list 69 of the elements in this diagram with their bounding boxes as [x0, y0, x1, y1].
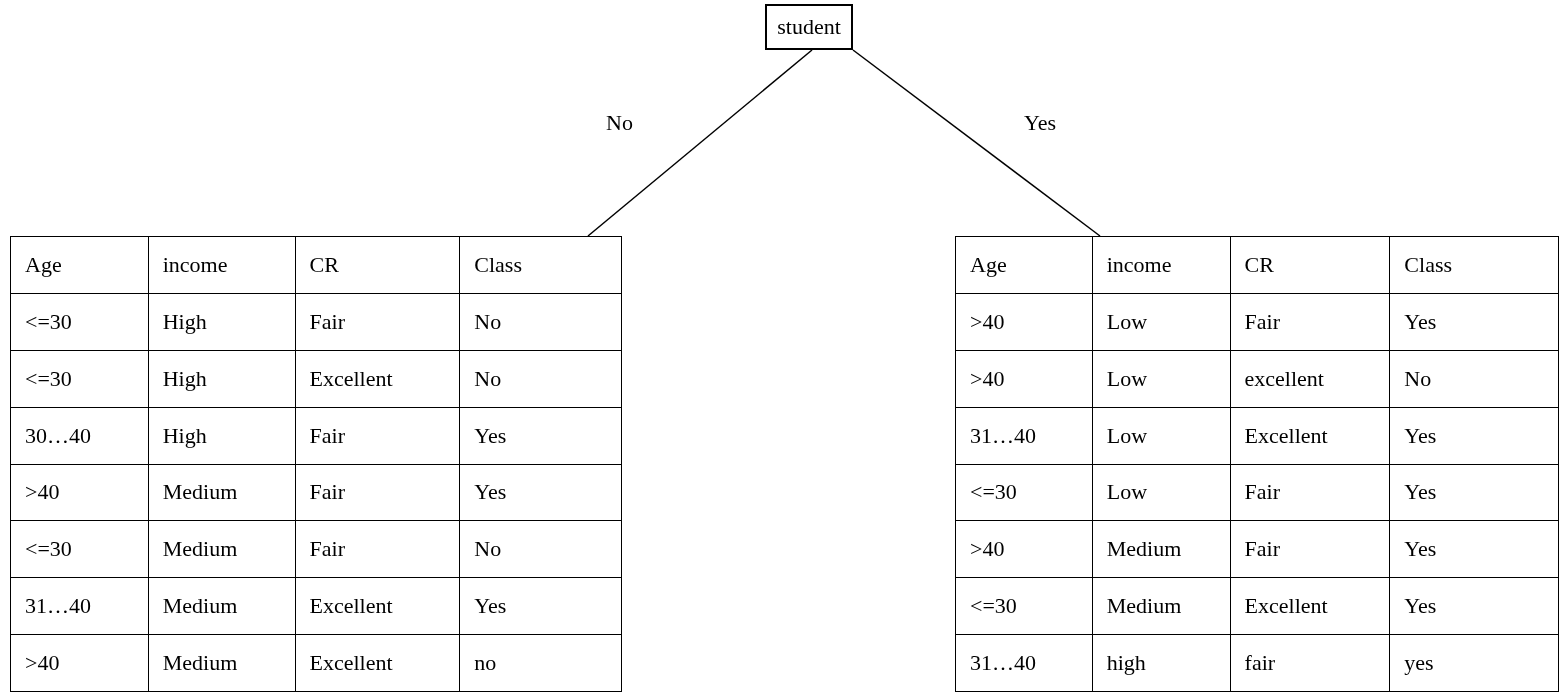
table-cell: High — [148, 350, 296, 408]
connector-line — [852, 49, 1101, 237]
table-cell: Low — [1092, 293, 1231, 351]
table-cell: Medium — [148, 634, 296, 692]
data-table — [10, 236, 622, 692]
table-cell: Yes — [1389, 520, 1559, 578]
table-cell: 30…40 — [10, 407, 149, 464]
table-cell: Yes — [459, 577, 622, 635]
table-cell: No — [459, 350, 622, 408]
table-cell: <=30 — [10, 293, 149, 351]
table-cell: fair — [1230, 634, 1390, 692]
table-cell: high — [1092, 634, 1231, 692]
table-cell: >40 — [955, 350, 1093, 408]
table-cell: No — [1389, 350, 1559, 408]
table-cell: Yes — [1389, 577, 1559, 635]
table-cell: Excellent — [1230, 577, 1390, 635]
table-cell: <=30 — [10, 520, 149, 578]
table-cell: Low — [1092, 464, 1231, 521]
table-cell: <=30 — [955, 464, 1093, 521]
table-cell: income — [148, 236, 296, 294]
table-cell: Fair — [1230, 293, 1390, 351]
table-cell: Yes — [459, 407, 622, 464]
data-table — [955, 236, 1559, 692]
table-cell: Yes — [1389, 293, 1559, 351]
table-cell: Class — [459, 236, 622, 294]
table-cell: Age — [10, 236, 149, 294]
table-cell: Fair — [295, 520, 460, 578]
table-cell: Fair — [295, 464, 460, 521]
table-cell: no — [459, 634, 622, 692]
table-cell: Fair — [295, 407, 460, 464]
table-cell: >40 — [10, 464, 149, 521]
table-cell: income — [1092, 236, 1231, 294]
decision-box: student — [765, 4, 853, 50]
table-cell: Medium — [148, 520, 296, 578]
table-cell: 31…40 — [955, 407, 1093, 464]
table-cell: excellent — [1230, 350, 1390, 408]
table-cell: Yes — [1389, 407, 1559, 464]
table-cell: 31…40 — [955, 634, 1093, 692]
table-cell: Medium — [1092, 577, 1231, 635]
table-cell: Yes — [459, 464, 622, 521]
table-cell: CR — [295, 236, 460, 294]
table-cell: CR — [1230, 236, 1390, 294]
table-cell: <=30 — [10, 350, 149, 408]
table-cell: High — [148, 407, 296, 464]
table-cell: Low — [1092, 407, 1231, 464]
table-cell: No — [459, 293, 622, 351]
table-cell: >40 — [10, 634, 149, 692]
connector-line — [587, 49, 813, 237]
table-cell: Low — [1092, 350, 1231, 408]
table-cell: Yes — [1389, 464, 1559, 521]
table-cell: >40 — [955, 520, 1093, 578]
table-cell: yes — [1389, 634, 1559, 692]
table-cell: Age — [955, 236, 1093, 294]
table-cell: Excellent — [295, 634, 460, 692]
table-cell: Fair — [1230, 520, 1390, 578]
table-cell: No — [459, 520, 622, 578]
table-cell: Excellent — [295, 577, 460, 635]
table-cell: Fair — [1230, 464, 1390, 521]
table-cell: <=30 — [955, 577, 1093, 635]
table-cell: Class — [1389, 236, 1559, 294]
table-cell: Medium — [148, 464, 296, 521]
table-cell: Excellent — [295, 350, 460, 408]
table-cell: >40 — [955, 293, 1093, 351]
table-cell: Fair — [295, 293, 460, 351]
table-cell: Medium — [1092, 520, 1231, 578]
table-cell: Medium — [148, 577, 296, 635]
table-cell: Excellent — [1230, 407, 1390, 464]
table-cell: 31…40 — [10, 577, 149, 635]
table-cell: High — [148, 293, 296, 351]
